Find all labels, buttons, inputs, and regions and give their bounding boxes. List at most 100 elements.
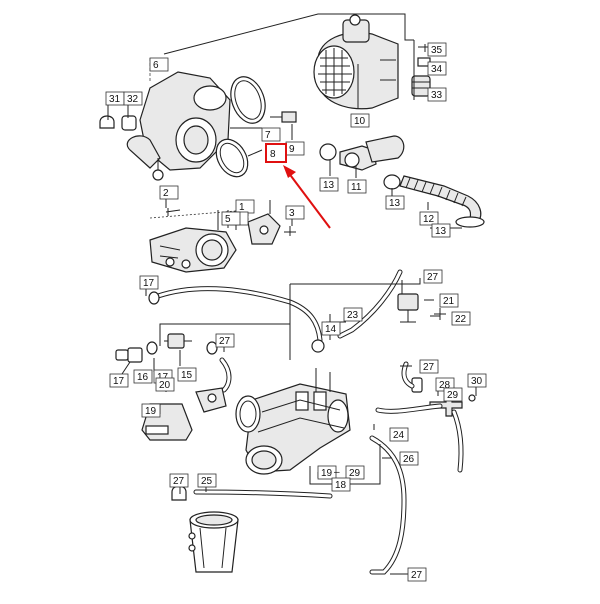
callout-number: 27 (427, 272, 439, 283)
t-connector (411, 377, 476, 417)
callout-box (423, 269, 443, 284)
callout-box (139, 275, 159, 290)
callout-box (221, 211, 241, 226)
callout-number: 30 (471, 376, 483, 387)
intake-plenum (245, 383, 351, 475)
callout-box (347, 179, 367, 194)
callout-number: 6 (153, 60, 159, 71)
callout-27: 27 (215, 333, 235, 348)
callout-box (385, 195, 405, 210)
callout-14: 14 (321, 321, 341, 336)
callout-box (319, 177, 339, 192)
callout-number: 19 (145, 406, 157, 417)
callout-18: 18 (331, 477, 351, 492)
callout-15: 15 (177, 367, 197, 382)
callout-17: 17 (139, 275, 159, 290)
callout-box (331, 477, 351, 492)
small-clips (99, 115, 137, 131)
screws (165, 208, 296, 236)
callout-6: 6 (149, 57, 169, 72)
callout-21: 21 (439, 293, 459, 308)
throttle-body (149, 227, 237, 273)
callout-box (427, 61, 447, 76)
callout-number: 27 (173, 476, 185, 487)
callout-9: 9 (285, 141, 305, 156)
callout-box (343, 307, 363, 322)
callout-number: 25 (201, 476, 213, 487)
callout-11: 11 (347, 179, 367, 194)
callout-number: 35 (431, 45, 443, 56)
callout-number: 27 (411, 570, 423, 581)
highlight-arrow (283, 165, 331, 229)
callout-number: 15 (181, 370, 193, 381)
callout-22: 22 (451, 311, 471, 326)
callout-box (159, 185, 179, 200)
callout-box (467, 373, 487, 388)
callout-27: 27 (419, 359, 439, 374)
callout-box (321, 321, 341, 336)
callout-30: 30 (467, 373, 487, 388)
callout-box (149, 57, 169, 72)
callout-number: 27 (219, 336, 231, 347)
corrugated-hose (399, 175, 485, 228)
vent-tube-25 (171, 485, 333, 501)
callout-number: 28 (439, 380, 451, 391)
callout-8: 8 (265, 143, 287, 163)
callout-number: 10 (354, 116, 366, 127)
callout-1: 1 (235, 199, 255, 214)
callout-3: 3 (285, 205, 305, 220)
callout-27: 27 (423, 269, 443, 284)
intake-elbow (319, 135, 405, 190)
callout-box (141, 403, 161, 418)
check-valve (115, 333, 218, 363)
callout-12: 12 (419, 211, 439, 226)
callout-number: 27 (423, 362, 435, 373)
callout-box (439, 293, 459, 308)
callout-number: 32 (127, 94, 139, 105)
callout-33: 33 (427, 87, 447, 102)
callout-number: 14 (325, 324, 337, 335)
callout-31: 31 (105, 91, 125, 106)
callout-number: 33 (431, 90, 443, 101)
hose-long-bottom (369, 435, 407, 575)
callout-16: 16 (133, 369, 153, 384)
callout-29: 29 (443, 387, 463, 402)
callout-13: 13 (319, 177, 339, 192)
callout-number: 13 (435, 226, 447, 237)
callout-19: 19 (141, 403, 161, 418)
callout-23: 23 (343, 307, 363, 322)
callout-10: 10 (350, 113, 370, 128)
callout-box (169, 473, 189, 488)
callout-number: 7 (265, 130, 271, 141)
callout-box (133, 369, 153, 384)
hose-clamps (215, 76, 266, 178)
callout-number: 17 (143, 278, 155, 289)
callout-17: 17 (109, 373, 129, 388)
callout-box (443, 387, 463, 402)
callout-box (285, 205, 305, 220)
callout-box (345, 465, 365, 480)
callout-box (109, 373, 129, 388)
hose-26 (451, 409, 464, 473)
callout-26: 26 (399, 451, 419, 466)
callout-7: 7 (261, 127, 281, 142)
callout-number: 9 (289, 144, 295, 155)
callout-32: 32 (123, 91, 143, 106)
callout-25: 25 (197, 473, 217, 488)
callout-boxes: 3534336313210798131113121321453172721222… (105, 42, 487, 582)
callout-box (427, 87, 447, 102)
callout-box (419, 359, 439, 374)
callout-box (431, 223, 451, 238)
callout-box (399, 451, 419, 466)
callout-number: 13 (389, 198, 401, 209)
callout-number: 34 (431, 64, 443, 75)
hose-bend-27 (219, 357, 232, 393)
callout-number: 19 (321, 468, 333, 479)
callout-number: 17 (113, 376, 125, 387)
throttle-switch (247, 213, 281, 245)
callout-24: 24 (389, 427, 409, 442)
callout-box (265, 143, 287, 163)
callout-number: 20 (159, 380, 171, 391)
callout-number: 21 (443, 296, 455, 307)
